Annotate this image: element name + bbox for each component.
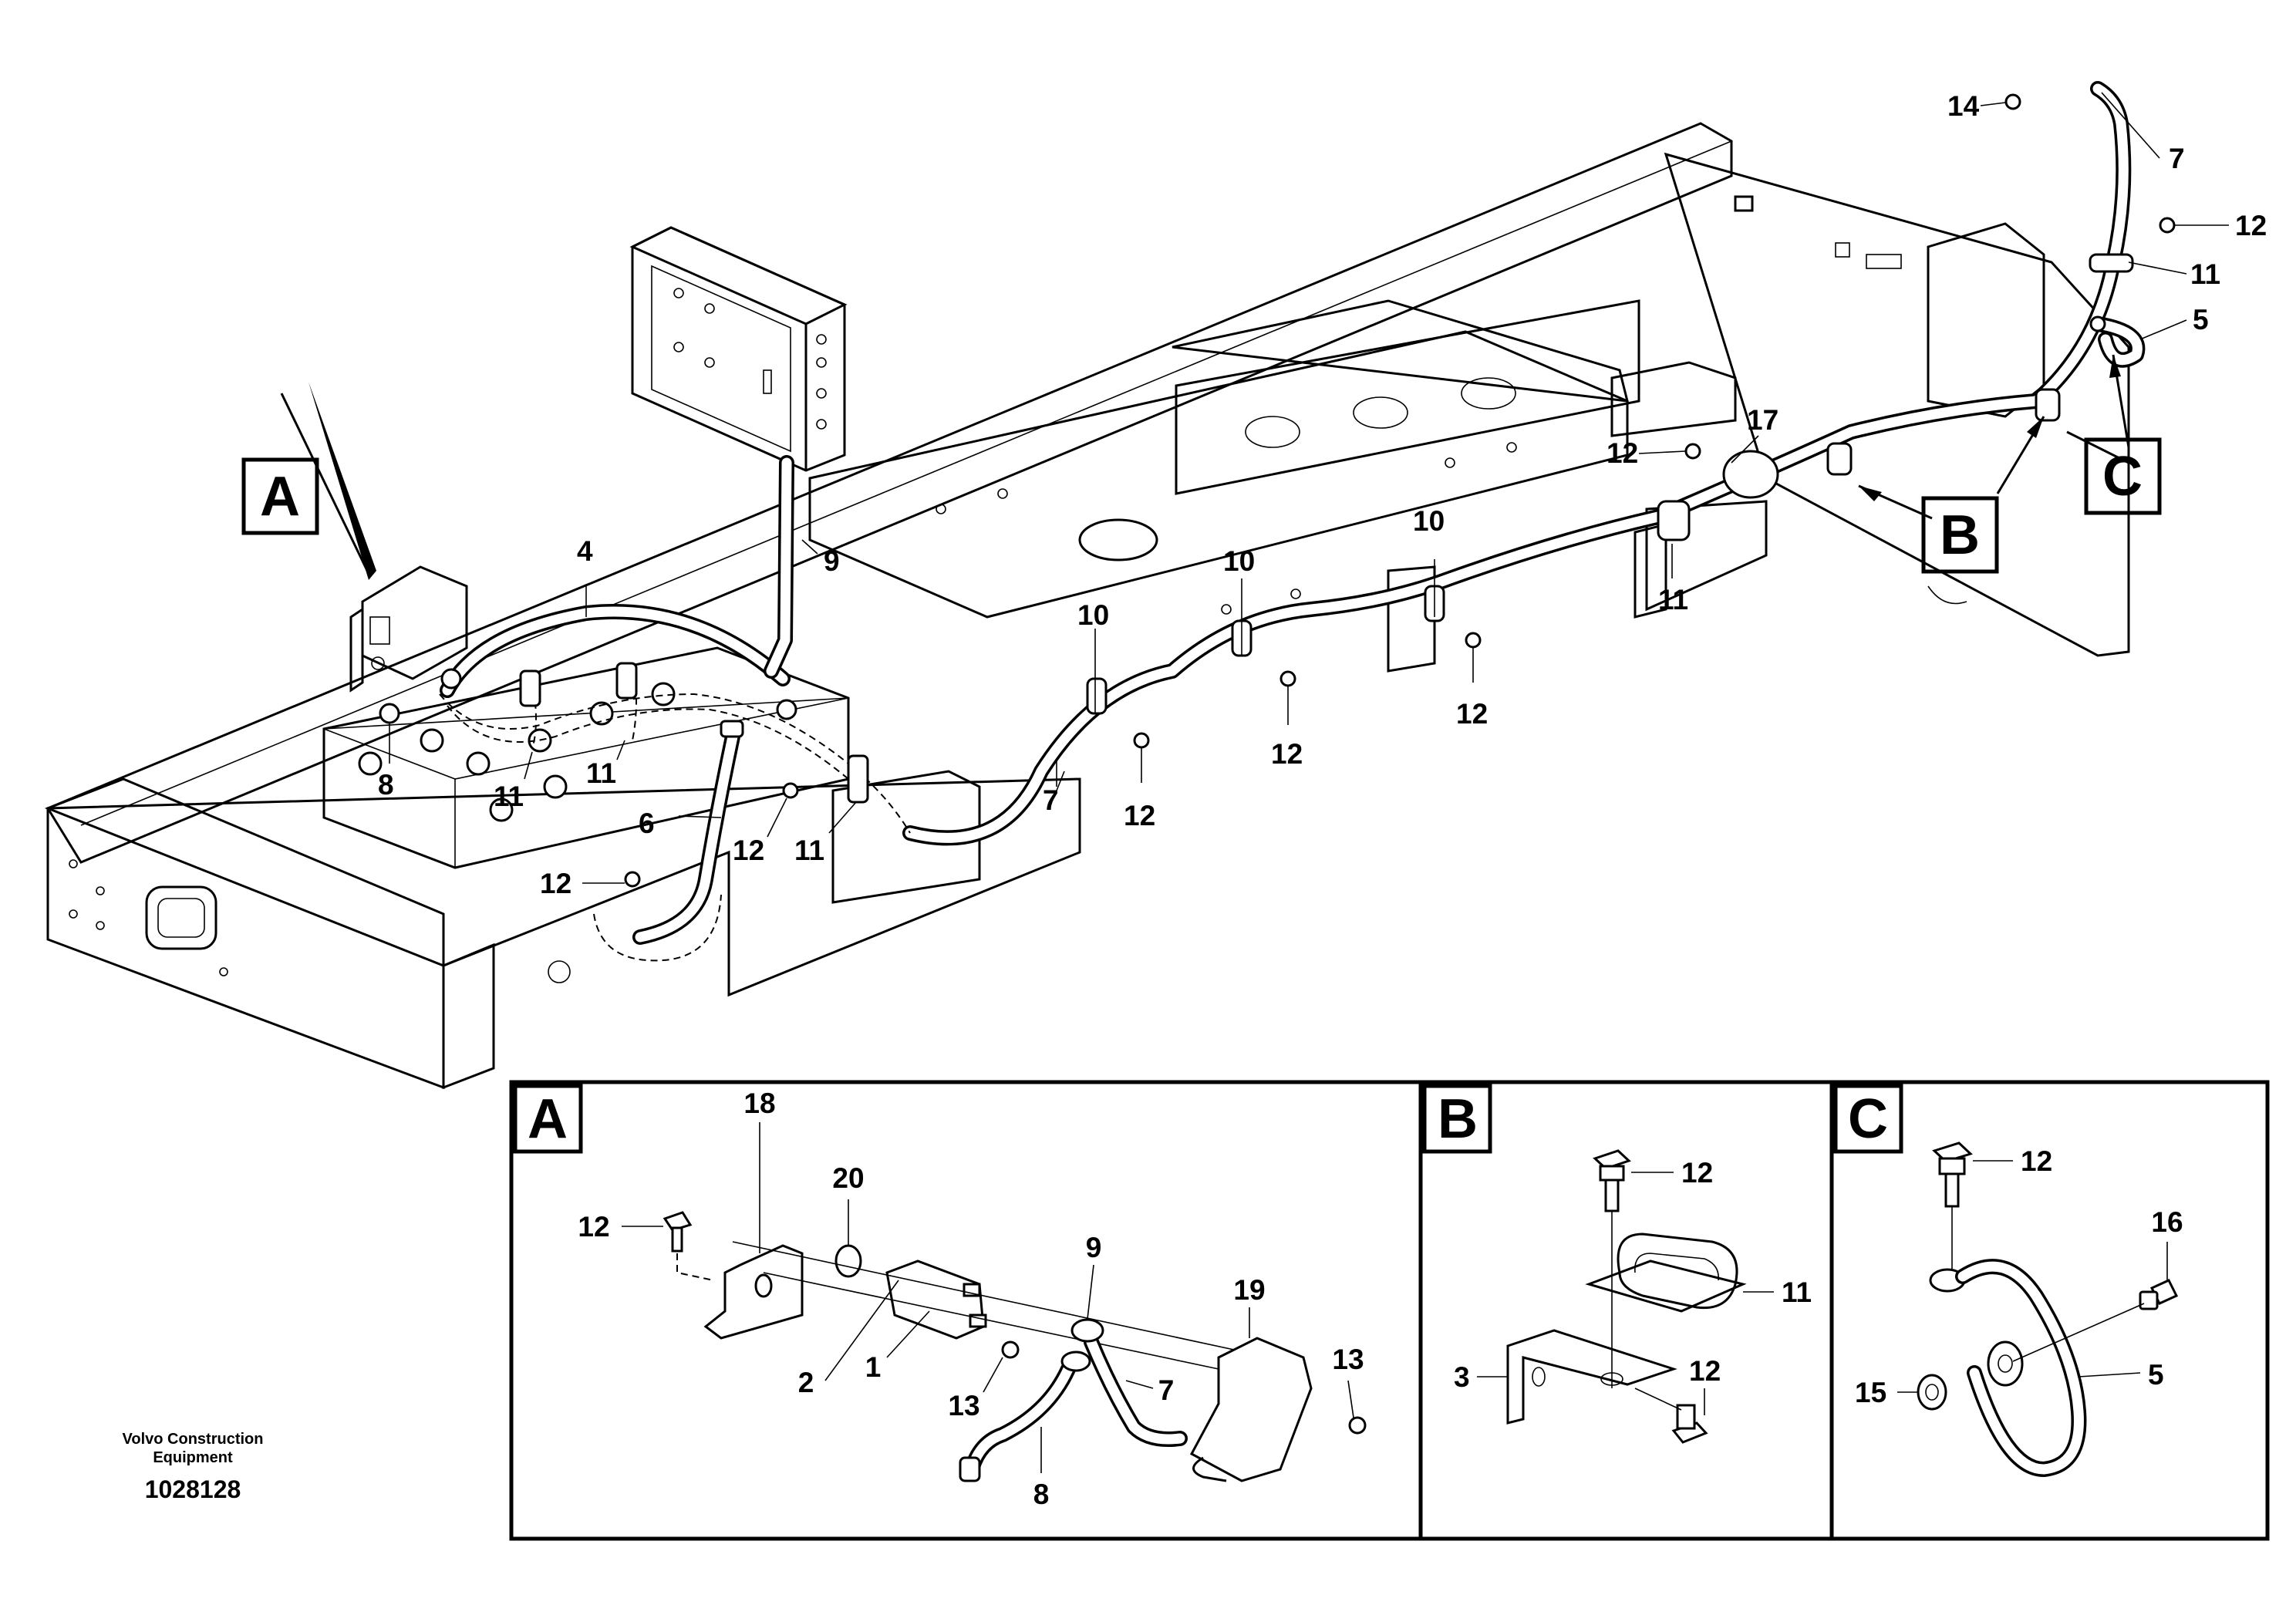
callout-17: 17 [1747,404,1778,436]
detail-a-callout-12: 12 [578,1211,609,1243]
leader-lines-main [389,92,2229,884]
svg-text:C: C [1848,1088,1888,1150]
view-pointers [280,354,2130,580]
detail-b-callout-3: 3 [1454,1361,1470,1393]
detail-a-callout-9: 9 [1086,1232,1102,1263]
detail-b-callout-12a: 12 [1681,1157,1713,1189]
callout-12-top: 12 [2235,210,2267,241]
callout-11-l3: 11 [794,835,824,866]
callouts-main: 14 7 12 11 5 17 12 11 10 10 10 12 12 12 … [378,90,2267,899]
callout-5-top: 5 [2193,304,2209,336]
callout-4: 4 [577,535,593,567]
callout-12-l: 12 [540,868,571,899]
callout-10-c: 10 [1413,505,1445,537]
detail-a-callout-20: 20 [832,1162,864,1194]
brand-line-1: Volvo Construction [123,1431,264,1448]
view-letter-c: C [2084,437,2162,515]
brand-line-2: Equipment [153,1449,233,1466]
detail-a-callout-1: 1 [865,1351,882,1383]
detail-c-callout-12: 12 [2021,1145,2052,1177]
control-box [629,226,848,472]
cable-routing [439,81,2146,945]
detail-b-callout-11: 11 [1782,1276,1812,1308]
callout-7-top: 7 [2169,143,2185,174]
detail-a-callout-13a: 13 [948,1390,979,1421]
hose-clamps [379,253,2134,804]
callout-12-b: 12 [1271,738,1303,770]
detail-c-callout-5: 5 [2148,1359,2164,1391]
callout-12-a: 12 [1124,800,1155,831]
callout-11-l1: 11 [494,781,524,812]
view-letter-a: A [241,457,319,535]
detail-a: A [513,1084,1367,1510]
svg-text:B: B [1438,1088,1478,1150]
detail-a-callout-8: 8 [1033,1479,1050,1510]
callout-8: 8 [378,769,394,801]
detail-c-callout-16: 16 [2151,1206,2183,1238]
document-number: 1028128 [145,1475,241,1503]
svg-text:A: A [528,1088,568,1150]
footer: Volvo Construction Equipment 1028128 [123,1431,264,1503]
battery-switch [349,565,468,693]
svg-text:C: C [2102,446,2143,508]
callout-12-l2: 12 [733,835,764,866]
callout-10-b: 10 [1223,545,1255,577]
callout-11-l2: 11 [586,757,616,789]
callout-11-top: 11 [2190,258,2220,290]
detail-a-callout-2: 2 [798,1367,814,1398]
detail-a-callout-19: 19 [1233,1274,1265,1306]
detail-a-callout-18: 18 [743,1088,775,1119]
callout-10-a: 10 [1077,599,1109,631]
svg-text:A: A [260,466,300,528]
callout-6: 6 [639,808,655,839]
detail-b: B 12 11 3 12 [1422,1084,1812,1444]
callout-12-c: 12 [1456,698,1488,730]
callout-14: 14 [1947,90,1980,122]
detail-a-callout-7: 7 [1158,1374,1175,1406]
detail-panels-frame [509,1080,2270,1541]
callout-9: 9 [824,545,840,577]
callout-7-l: 7 [1043,784,1059,816]
detail-c-callout-15: 15 [1855,1377,1886,1408]
detail-c: C 12 16 15 5 [1833,1084,2183,1477]
detail-b-callout-12b: 12 [1689,1355,1721,1387]
callout-12-mid: 12 [1607,437,1638,469]
battery-terminals [358,682,676,822]
view-letter-b: B [1921,496,1999,574]
callout-11-mid: 11 [1658,584,1688,615]
bolts-main [624,93,2176,888]
detail-a-callout-13b: 13 [1332,1344,1364,1375]
svg-text:B: B [1940,504,1980,566]
